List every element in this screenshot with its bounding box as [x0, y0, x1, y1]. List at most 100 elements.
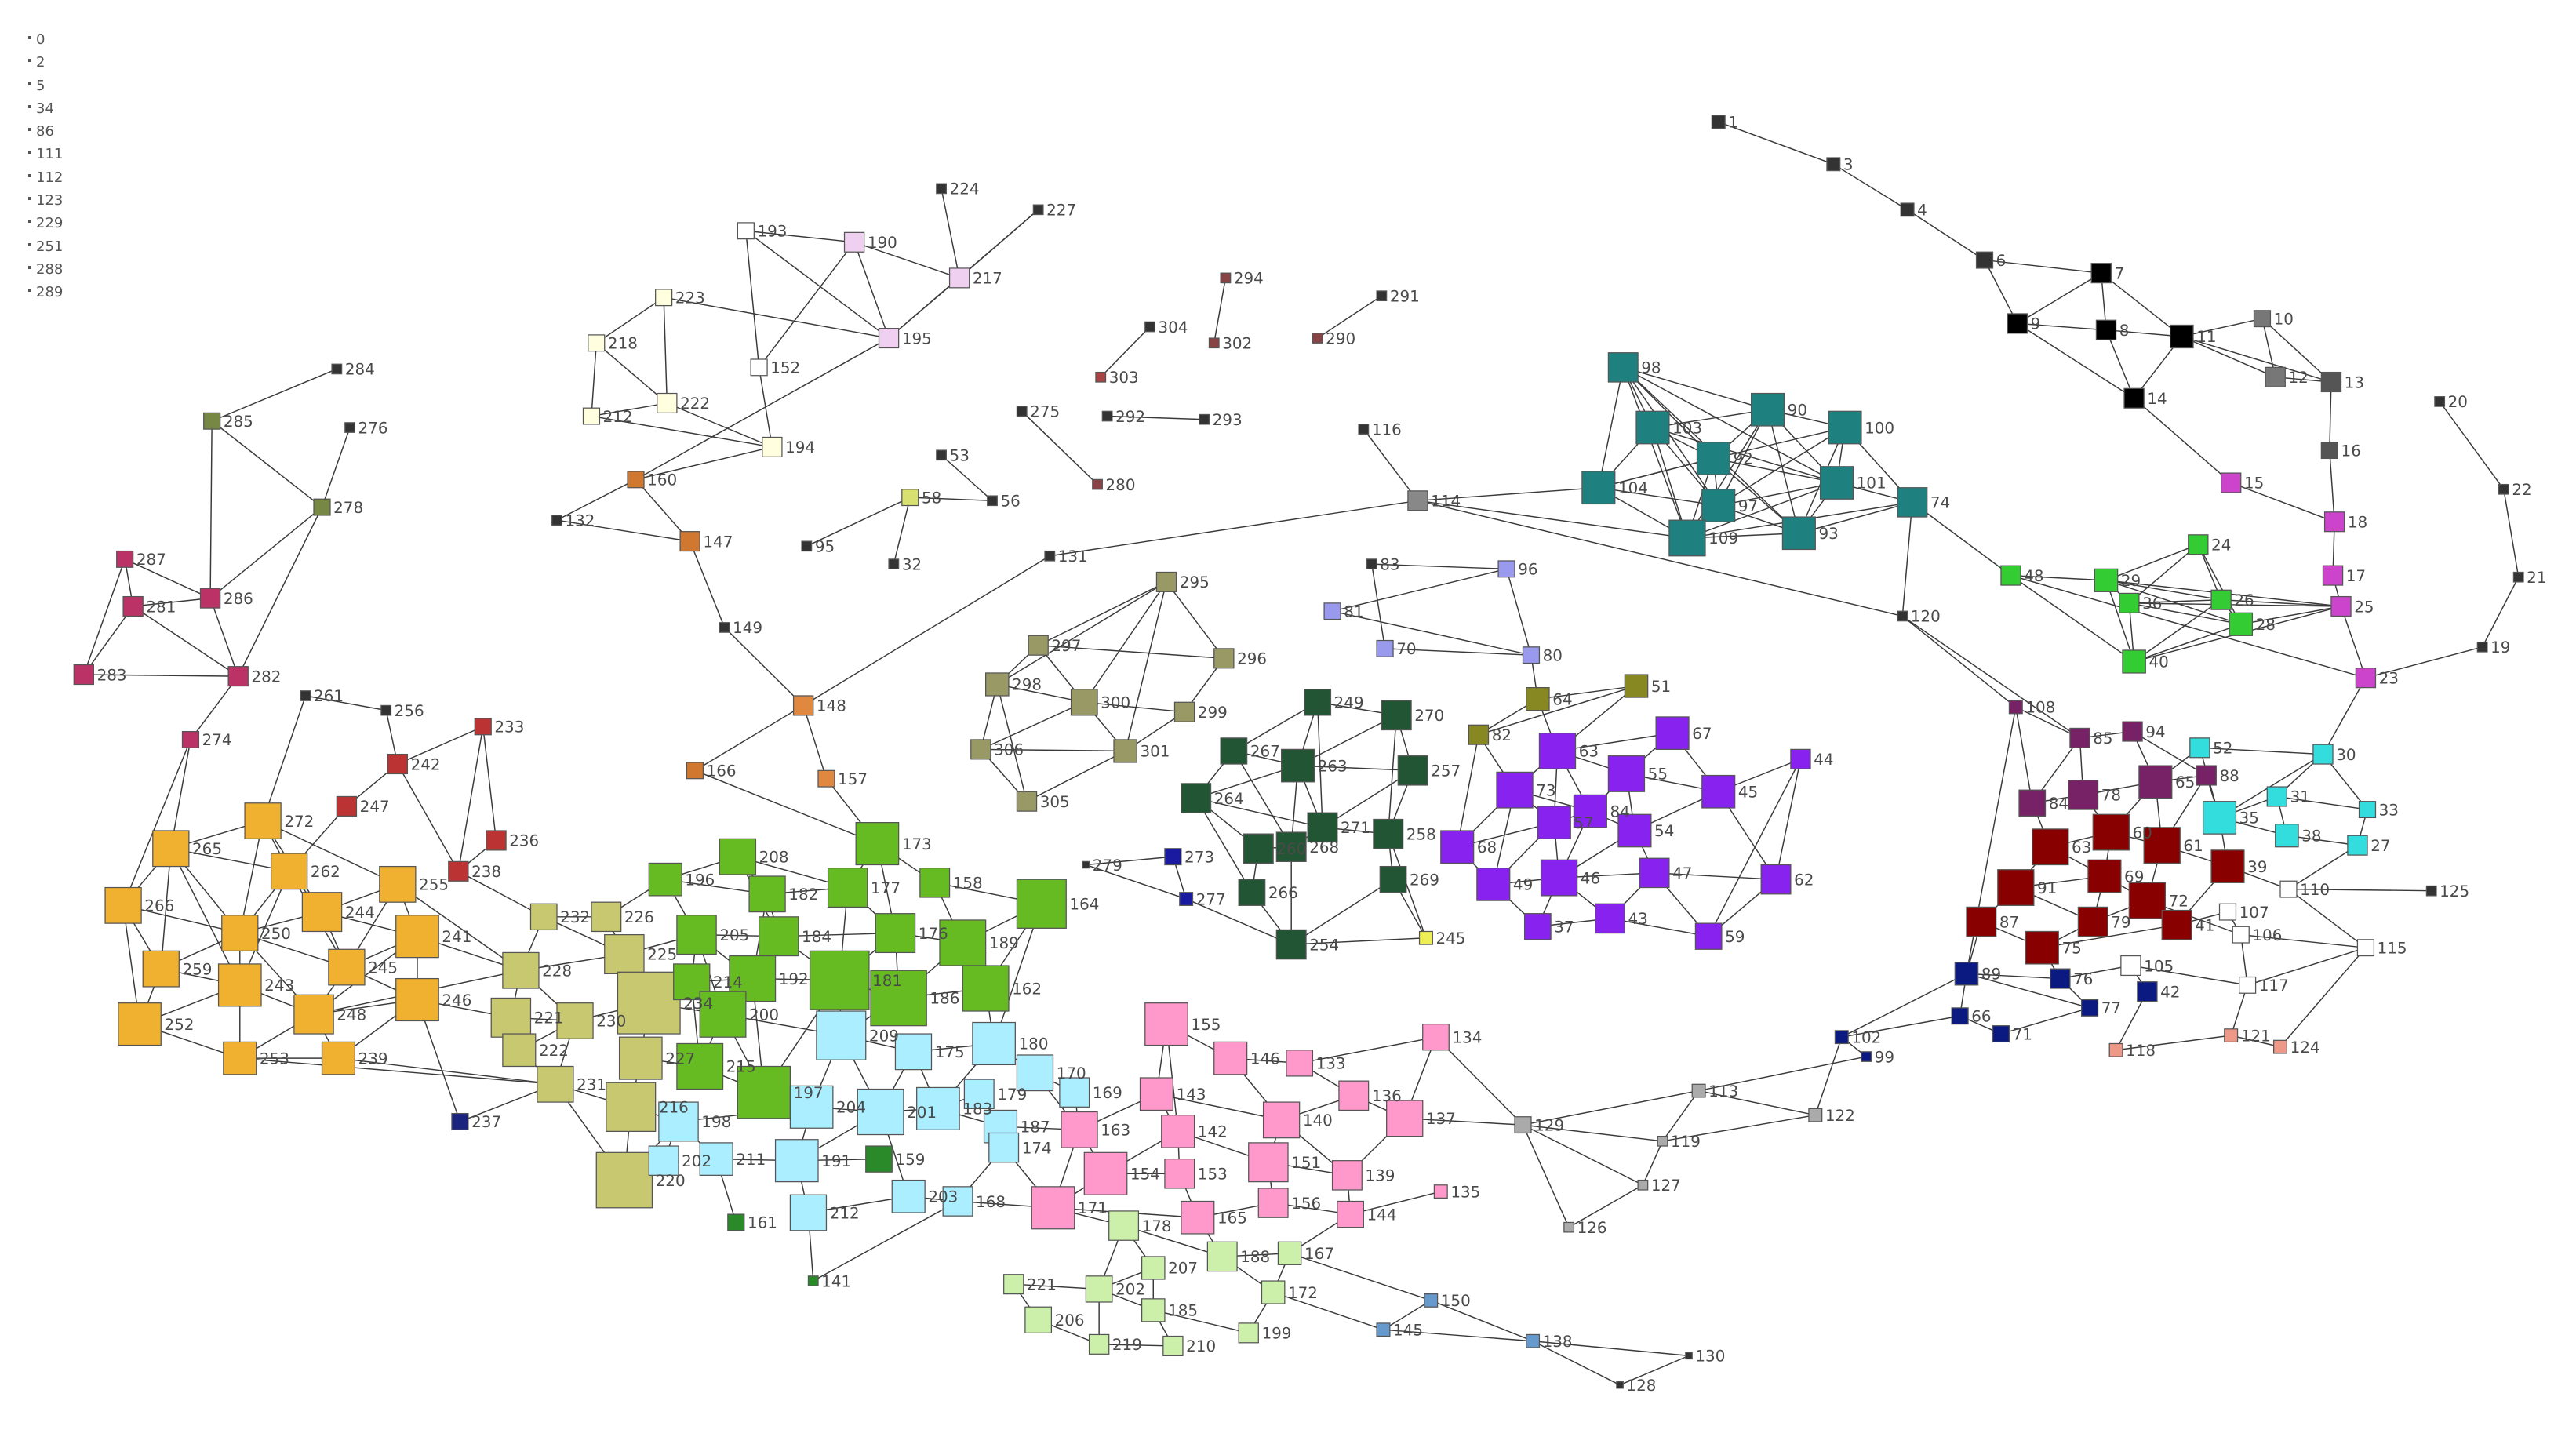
node-marker[interactable]	[1141, 1298, 1166, 1322]
node-marker[interactable]	[2265, 366, 2286, 387]
node-marker[interactable]	[894, 1033, 933, 1071]
node-marker[interactable]	[448, 860, 469, 882]
node-marker[interactable]	[737, 1065, 791, 1119]
node-marker[interactable]	[2323, 511, 2345, 533]
node-marker[interactable]	[1366, 558, 1377, 569]
node-marker[interactable]	[1538, 733, 1577, 769]
node-marker[interactable]	[2220, 472, 2242, 493]
node-marker[interactable]	[919, 868, 951, 898]
node-marker[interactable]	[2355, 668, 2377, 689]
node-marker[interactable]	[331, 363, 343, 375]
node-marker[interactable]	[502, 1033, 537, 1068]
node-marker[interactable]	[758, 916, 799, 957]
node-marker[interactable]	[118, 1002, 162, 1046]
node-marker[interactable]	[963, 1079, 995, 1109]
node-marker[interactable]	[1061, 1111, 1098, 1148]
node-marker[interactable]	[1440, 830, 1475, 864]
node-marker[interactable]	[807, 1275, 819, 1286]
node-marker[interactable]	[490, 997, 532, 1038]
node-marker[interactable]	[719, 838, 757, 875]
node-marker[interactable]	[2080, 999, 2099, 1017]
node-marker[interactable]	[313, 498, 331, 516]
node-marker[interactable]	[2120, 955, 2141, 977]
node-marker[interactable]	[104, 886, 142, 924]
node-marker[interactable]	[1711, 115, 1726, 129]
node-marker[interactable]	[1373, 818, 1404, 849]
node-marker[interactable]	[1760, 864, 1792, 895]
node-marker[interactable]	[221, 915, 259, 951]
node-marker[interactable]	[1206, 1241, 1238, 1272]
node-marker[interactable]	[857, 1088, 904, 1136]
node-marker[interactable]	[1331, 1160, 1363, 1191]
node-marker[interactable]	[2087, 859, 2122, 893]
node-marker[interactable]	[1304, 689, 1332, 716]
node-marker[interactable]	[321, 1041, 356, 1075]
node-marker[interactable]	[2210, 849, 2245, 883]
node-marker[interactable]	[1468, 724, 1490, 745]
node-marker[interactable]	[987, 495, 998, 507]
node-marker[interactable]	[1595, 903, 1625, 934]
node-marker[interactable]	[1828, 410, 1862, 445]
node-marker[interactable]	[686, 762, 704, 780]
node-marker[interactable]	[855, 822, 900, 866]
node-marker[interactable]	[1337, 1200, 1364, 1228]
node-marker[interactable]	[270, 853, 308, 890]
node-marker[interactable]	[1900, 202, 1915, 217]
node-marker[interactable]	[1624, 674, 1649, 698]
node-marker[interactable]	[1433, 1184, 1448, 1199]
node-marker[interactable]	[387, 753, 409, 775]
node-marker[interactable]	[1523, 913, 1552, 940]
node-marker[interactable]	[2425, 885, 2437, 897]
node-marker[interactable]	[1424, 1293, 1439, 1308]
node-marker[interactable]	[1397, 755, 1428, 786]
node-marker[interactable]	[1044, 550, 1056, 562]
node-marker[interactable]	[962, 965, 1010, 1012]
node-marker[interactable]	[301, 892, 343, 933]
node-marker[interactable]	[750, 358, 768, 377]
node-marker[interactable]	[1696, 442, 1731, 475]
node-marker[interactable]	[2094, 568, 2119, 592]
node-marker[interactable]	[217, 963, 262, 1007]
node-marker[interactable]	[380, 704, 392, 716]
node-marker[interactable]	[1997, 869, 2035, 906]
node-marker[interactable]	[1323, 602, 1341, 620]
node-marker[interactable]	[1286, 1050, 1314, 1077]
node-marker[interactable]	[227, 666, 249, 687]
node-marker[interactable]	[1024, 1306, 1053, 1333]
node-marker[interactable]	[1261, 1280, 1286, 1304]
node-marker[interactable]	[2032, 828, 2069, 866]
node-marker[interactable]	[1790, 748, 1811, 769]
node-marker[interactable]	[1358, 424, 1370, 435]
node-marker[interactable]	[1092, 478, 1103, 490]
node-marker[interactable]	[1141, 1256, 1166, 1280]
node-marker[interactable]	[606, 1082, 657, 1133]
node-marker[interactable]	[1181, 783, 1212, 813]
node-marker[interactable]	[199, 588, 221, 609]
node-marker[interactable]	[556, 1002, 594, 1039]
node-marker[interactable]	[1975, 251, 1994, 269]
node-marker[interactable]	[1213, 648, 1235, 669]
node-marker[interactable]	[1573, 794, 1607, 828]
node-marker[interactable]	[1497, 560, 1515, 578]
node-marker[interactable]	[617, 971, 681, 1035]
node-marker[interactable]	[2025, 930, 2059, 965]
node-marker[interactable]	[1607, 755, 1646, 792]
node-marker[interactable]	[1238, 879, 1266, 906]
node-marker[interactable]	[1526, 1333, 1541, 1348]
node-marker[interactable]	[344, 422, 356, 433]
node-marker[interactable]	[529, 903, 558, 931]
node-marker[interactable]	[2347, 835, 2368, 856]
node-marker[interactable]	[2122, 721, 2143, 742]
node-marker[interactable]	[2092, 813, 2130, 851]
node-marker[interactable]	[2138, 765, 2173, 799]
node-marker[interactable]	[1514, 1116, 1532, 1134]
node-marker[interactable]	[801, 540, 813, 552]
node-marker[interactable]	[2210, 589, 2232, 610]
node-marker[interactable]	[618, 1036, 663, 1080]
node-marker[interactable]	[1262, 1101, 1301, 1139]
node-marker[interactable]	[699, 991, 747, 1038]
node-marker[interactable]	[1808, 1108, 1823, 1122]
node-marker[interactable]	[2137, 981, 2158, 1002]
node-marker[interactable]	[2188, 534, 2209, 555]
node-marker[interactable]	[1277, 1241, 1302, 1265]
